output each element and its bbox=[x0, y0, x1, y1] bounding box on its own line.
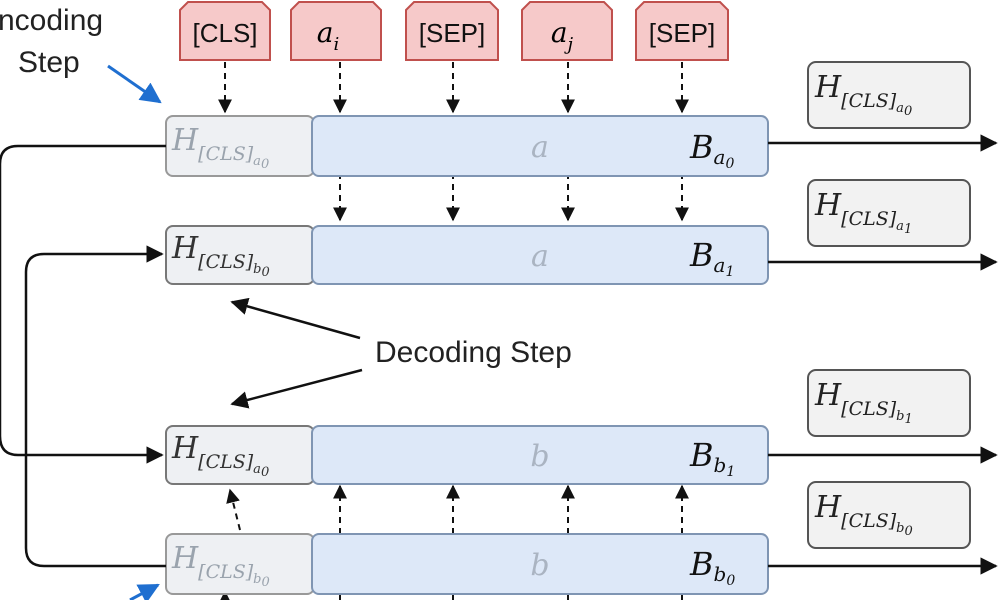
token-sep-2: [SEP] bbox=[635, 1, 729, 61]
decoding-step-pointers bbox=[230, 297, 363, 409]
encoding-step-label-line2: Step bbox=[18, 46, 80, 79]
row-1: H[CLS]a0 a Ba0 bbox=[165, 115, 769, 177]
feedback-connectors bbox=[0, 144, 166, 568]
row-2-b-label: Ba1 bbox=[689, 236, 734, 280]
encoding-step-label-line1: ncoding bbox=[0, 4, 103, 37]
token-ai: ai bbox=[290, 1, 382, 61]
token-cls: [CLS] bbox=[179, 1, 271, 61]
connector-row4-to-row2 bbox=[24, 245, 166, 568]
row-4-b-label: Bb0 bbox=[689, 545, 735, 589]
output-box-2-label: H[CLS]a1 bbox=[814, 188, 912, 237]
row-1-seq-label: a bbox=[531, 130, 549, 165]
row-3-b-label: Bb1 bbox=[689, 436, 735, 480]
row-4-seq-label: b bbox=[530, 548, 549, 583]
output-box-3: H[CLS]b1 bbox=[807, 369, 971, 437]
output-boxes: H[CLS]a0 H[CLS]a1 H[CLS]b1 H[CLS]b0 bbox=[807, 61, 971, 549]
output-box-4: H[CLS]b0 bbox=[807, 481, 971, 549]
output-box-2: H[CLS]a1 bbox=[807, 179, 971, 247]
encoding-step-pointer-arrow-bottom bbox=[129, 583, 160, 600]
input-tokens: [CLS] ai [SEP] aj [SEP] bbox=[179, 1, 729, 61]
output-box-3-label: H[CLS]b1 bbox=[814, 378, 913, 427]
output-box-4-label: H[CLS]b0 bbox=[814, 490, 913, 539]
row-2-seq-label: a bbox=[531, 239, 549, 274]
row-1-h-label: H[CLS]a0 bbox=[171, 123, 269, 172]
row-3-seq-label: b bbox=[530, 439, 549, 474]
row-2: H[CLS]b0 a Ba1 bbox=[165, 225, 769, 285]
output-arrows bbox=[768, 134, 998, 575]
connector-row1-to-row3 bbox=[0, 144, 166, 464]
row-4-h-label: H[CLS]b0 bbox=[171, 541, 270, 590]
row-1-sequence bbox=[311, 115, 769, 177]
row-4: H[CLS]b0 b Bb0 bbox=[165, 533, 769, 595]
row-3-h-label: H[CLS]a0 bbox=[171, 431, 269, 480]
encoding-step-pointer-arrow bbox=[107, 64, 162, 104]
row-2-h-label: H[CLS]b0 bbox=[171, 231, 270, 280]
row-1-b-label: Ba0 bbox=[689, 128, 734, 172]
token-aj-label: aj bbox=[551, 16, 574, 55]
token-sep-1: [SEP] bbox=[405, 1, 499, 61]
token-sep-1-label: [SEP] bbox=[419, 18, 485, 48]
row-3: H[CLS]a0 b Bb1 bbox=[165, 425, 769, 485]
row-2-sequence bbox=[311, 225, 769, 285]
token-cls-label: [CLS] bbox=[192, 18, 257, 48]
row-4-sequence bbox=[311, 533, 769, 595]
token-sep-2-label: [SEP] bbox=[649, 18, 715, 48]
output-box-1-label: H[CLS]a0 bbox=[814, 70, 912, 119]
token-ai-label: ai bbox=[317, 16, 339, 55]
token-aj: aj bbox=[521, 1, 613, 61]
decoding-step-label: Decoding Step bbox=[375, 336, 572, 369]
token-to-row1-arrows bbox=[218, 62, 689, 114]
output-box-1: H[CLS]a0 bbox=[807, 61, 971, 129]
